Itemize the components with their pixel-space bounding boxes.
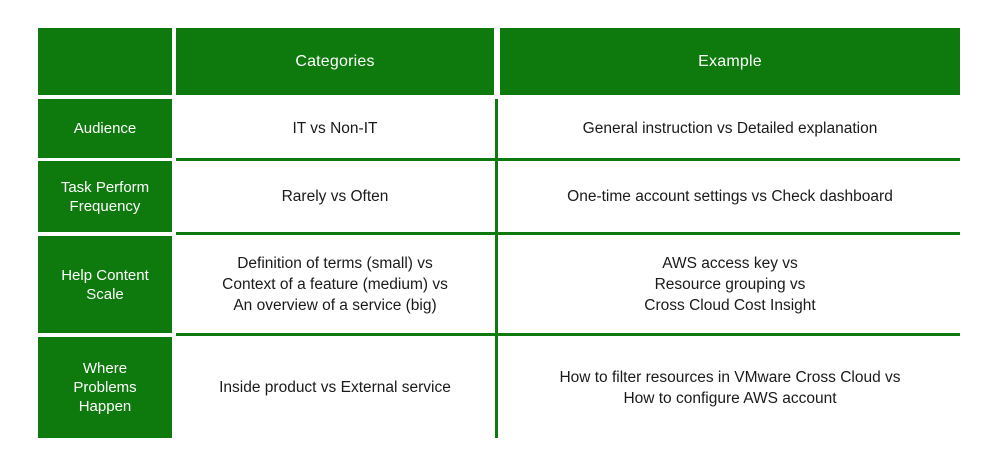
table-header-categories-label: Categories [295,52,375,70]
cell-categories-task-perform-frequency-text: Rarely vs Often [281,188,389,205]
row-divider-2 [176,232,960,235]
table-header-categories-cell: Categories [176,28,494,95]
table-header-example-label: Example [698,52,762,70]
cell-categories-help-content-scale-text: Definition of terms (small) vs Context o… [222,255,448,314]
table-header-row: Categories Example [38,28,960,95]
cell-categories-task-perform-frequency: Rarely vs Often [176,161,494,232]
cell-example-help-content-scale: AWS access key vs Resource grouping vs C… [500,236,960,333]
row-divider-3 [176,333,960,336]
cell-categories-help-content-scale: Definition of terms (small) vs Context o… [176,236,494,333]
cell-example-where-problems-happen-text: How to filter resources in VMware Cross … [559,368,901,407]
cell-categories-where-problems-happen-text: Inside product vs External service [219,379,451,396]
table-row: Help Content Scale [38,236,172,333]
row-label-where-problems-happen: Where Problems Happen [73,360,137,415]
table-row: Where Problems Happen [38,337,172,438]
table-header-corner-cell [38,28,172,95]
cell-categories-audience: IT vs Non-IT [176,99,494,158]
cell-categories-where-problems-happen: Inside product vs External service [176,337,494,438]
column-divider-vertical [495,99,498,438]
cell-categories-audience-text: IT vs Non-IT [292,120,378,137]
row-label-help-content-scale: Help Content Scale [61,266,149,303]
table-row: Audience [38,99,172,158]
cell-example-task-perform-frequency-text: One-time account settings vs Check dashb… [567,188,893,205]
cell-example-task-perform-frequency: One-time account settings vs Check dashb… [500,161,960,232]
cell-example-audience: General instruction vs Detailed explanat… [500,99,960,158]
cell-example-audience-text: General instruction vs Detailed explanat… [582,120,878,137]
row-label-audience: Audience [73,120,137,137]
cell-example-help-content-scale-text: AWS access key vs Resource grouping vs C… [644,255,816,314]
table-header-example-cell: Example [500,28,960,95]
row-divider-1 [176,158,960,161]
comparison-table: Categories Example Audience IT vs Non-IT… [38,28,960,438]
row-label-task-perform-frequency: Task Perform Frequency [60,178,150,215]
cell-example-where-problems-happen: How to filter resources in VMware Cross … [500,337,960,438]
table-row: Task Perform Frequency [38,161,172,232]
